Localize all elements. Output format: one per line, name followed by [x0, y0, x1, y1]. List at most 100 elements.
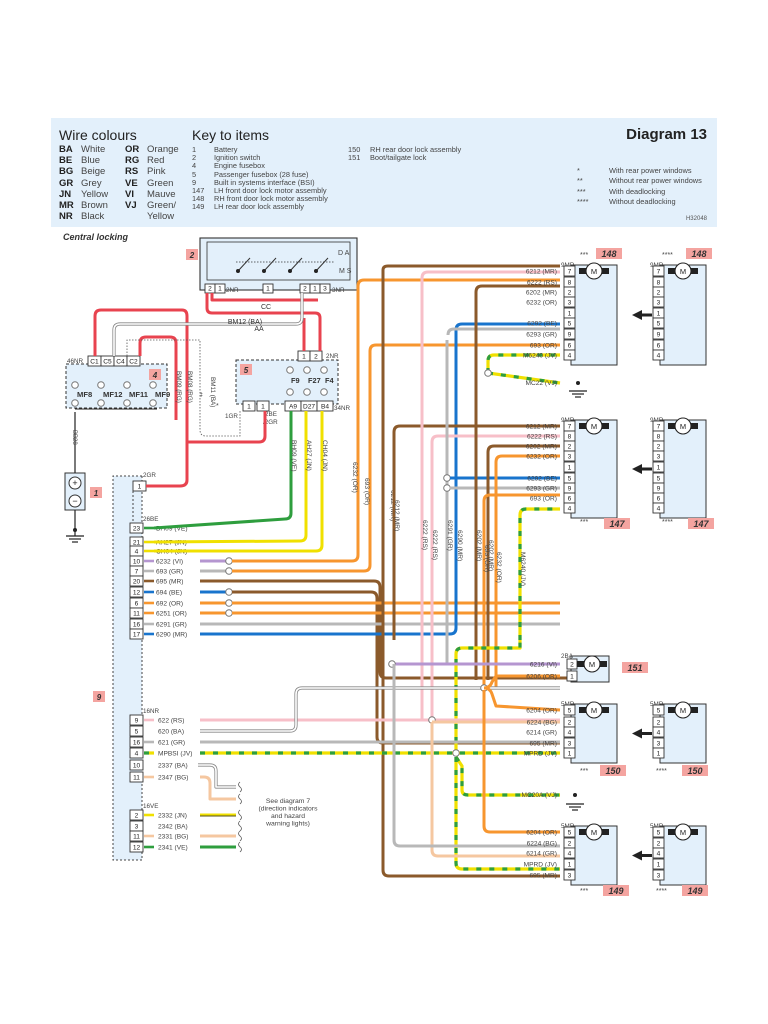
- note-item: *With rear power windows: [577, 166, 702, 176]
- lock-151-pin-label: 2: [570, 662, 574, 669]
- wire-cc-left: [210, 293, 318, 302]
- variant-148-a: ***: [580, 252, 588, 259]
- switch-contact: [315, 257, 329, 272]
- pfb-pin-1gr: [242, 400, 256, 412]
- lock-147-a-pin-label: 1: [568, 465, 572, 472]
- bsi-pin-label: 5: [135, 729, 139, 736]
- lock-148-a-conn: 9MR: [561, 262, 575, 269]
- wire-2be: [187, 411, 267, 444]
- arrow-icon: [632, 850, 652, 861]
- item-tag-9-bg: [93, 691, 105, 702]
- ign-pin-right-label: 2: [303, 286, 307, 293]
- bsi-conn-2gr: 2GR: [143, 472, 156, 479]
- passenger-fusebox-box: [235, 359, 339, 405]
- wire-colour-code: RG: [125, 155, 140, 167]
- switch-contact: [289, 257, 303, 272]
- fuse-node: [286, 388, 294, 396]
- pfb-bottom-pin-label: D27: [303, 404, 315, 411]
- lock-149-wire-label: 695 (MR): [530, 872, 557, 879]
- lock-150-a-motor-icon-label: M: [591, 706, 597, 715]
- wire-colour-code: BA: [59, 144, 73, 155]
- wire-colour-code: MR: [59, 200, 74, 212]
- bsi-wire-label: 621 (GR): [158, 739, 185, 746]
- wire-693-147: [482, 493, 560, 688]
- lock-148-b-pin-label: 3: [657, 300, 661, 307]
- lock-148-b-pin-label: 8: [657, 280, 661, 287]
- ign-pin-right-label: 3: [323, 286, 327, 293]
- wire-6202-148: [474, 284, 560, 680]
- lock-148-wire-label: 6293 (GR): [526, 331, 557, 338]
- wire-colour-row: Yellow: [125, 211, 191, 222]
- bsi-conn-26be: 26BE: [143, 516, 158, 523]
- wire-colour-code: VI: [125, 188, 134, 200]
- wire-mc22: [487, 371, 561, 385]
- wire-2337-core: [198, 764, 236, 788]
- lock-147-b-motor-icon: [674, 417, 692, 435]
- key-item-number: 5: [192, 169, 197, 179]
- item-tag-1: 1: [94, 489, 99, 498]
- lock-149-b-pin: [652, 826, 665, 838]
- lock-147-b-pin-label: 9: [657, 486, 661, 493]
- break-mark-icon: [238, 781, 242, 793]
- vert-label-m6240: M6240 (JV): [519, 552, 526, 586]
- key-item-number: 150: [348, 145, 361, 154]
- key-item-label: RH front door lock motor assembly: [214, 194, 328, 204]
- wire-6222-147: [430, 434, 560, 720]
- wire-colour-name: Red: [147, 155, 165, 167]
- lock-149-b-pin-label: 2: [657, 841, 661, 848]
- lock-150-b-pin-label: 1: [657, 751, 661, 758]
- bsi-wire-label: 693 (GR): [156, 568, 183, 575]
- lock-149-a-pin: [563, 869, 576, 881]
- wire-colour-name: Mauve: [147, 188, 176, 200]
- bsi-pin-label: 11: [133, 775, 140, 782]
- pfb-top-pin-label: 1: [302, 354, 306, 361]
- lock-149-a-motor-icon-label: M: [591, 828, 597, 837]
- lock-150-a-pin-label: 1: [568, 751, 572, 758]
- lock-149-a-pin-label: 2: [568, 841, 572, 848]
- vert-label-bh09: BH09 (VE): [290, 440, 297, 472]
- wire-620-core: [200, 687, 560, 732]
- pfb-pin-1gr-label: 1: [247, 404, 251, 411]
- wire-m6240-147-stripe: [518, 507, 560, 640]
- key-item-number: 2: [192, 153, 197, 163]
- lock-147-wire-label: 6292 (BE): [527, 475, 557, 482]
- fuse-node: [71, 381, 79, 389]
- note-symbol: ****: [577, 197, 589, 207]
- break-mark-icon: [238, 809, 242, 821]
- lock-149-b-pin: [652, 847, 665, 859]
- wire-ch04: [154, 411, 324, 553]
- fuse-label: F27: [308, 376, 321, 385]
- lock-151-conn: 2BA: [561, 653, 574, 660]
- bsi-pin: [129, 759, 144, 771]
- item-tag-148-b: 148: [691, 249, 706, 259]
- pfb-conn-2gr: /2GR: [263, 419, 278, 426]
- bsi-pin: [129, 747, 144, 759]
- lock-147-wire-label: 693 (OR): [530, 495, 557, 502]
- fuse-node: [320, 388, 328, 396]
- bsi-wire-label: 2342 (BA): [158, 823, 188, 830]
- wire-mc20a-stripe: [454, 756, 560, 797]
- bsi-pin: [129, 809, 144, 821]
- lock-148-a-pin: [563, 328, 576, 340]
- lock-147-wire-label: 6293 (GR): [526, 485, 557, 492]
- pfb-pin-2be-label: 1: [261, 404, 265, 411]
- break-mark-icon: [238, 820, 242, 832]
- lock-147-b-box: [659, 419, 707, 519]
- lock-149-a-pin-label: 1: [568, 862, 572, 869]
- lock-148-b-pin-label: 2: [657, 290, 661, 297]
- key-item-label: Built in systems interface (BSI): [214, 177, 315, 187]
- lock-150-a-pin-label: 5: [568, 708, 572, 715]
- lock-149-a-pin-label: 5: [568, 830, 572, 837]
- lock-147-b-conn: 9MR: [650, 417, 664, 424]
- bsi-pin: [129, 736, 144, 748]
- lock-150-a-motor-icon: [585, 701, 603, 719]
- wire-label-bm09: BM09 (RG): [175, 371, 182, 403]
- plus-glyph: +: [72, 478, 77, 488]
